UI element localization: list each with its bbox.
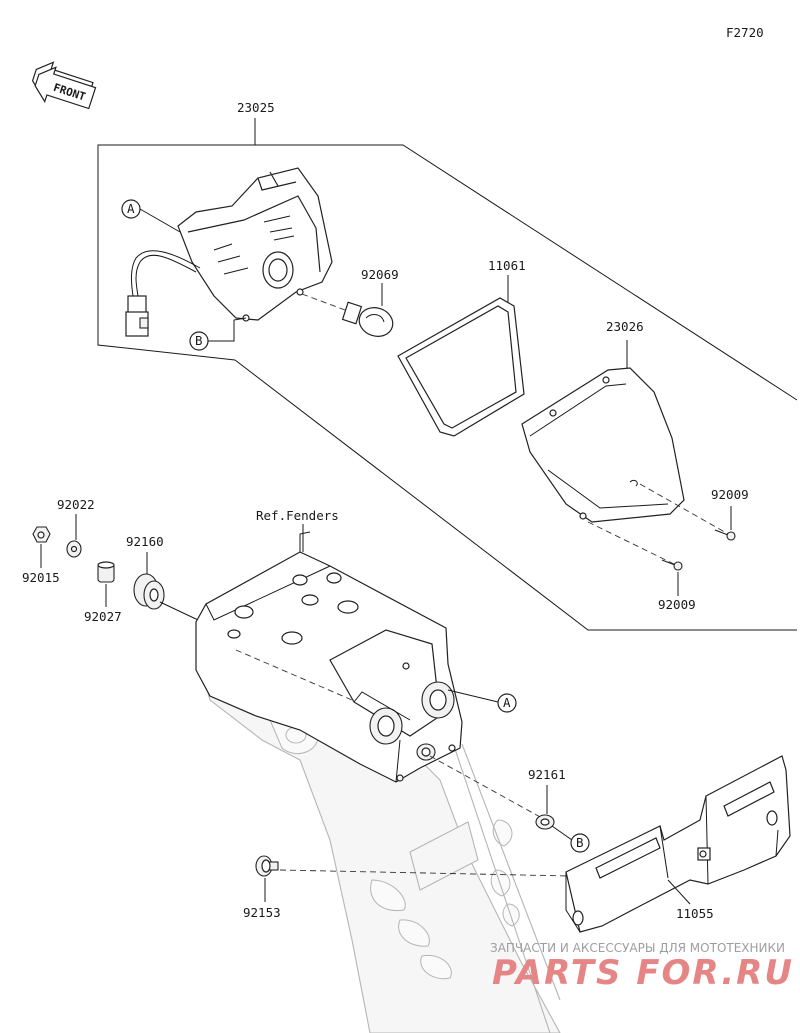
callout-92161: 92161 [528, 767, 566, 782]
marker-a-top [121, 199, 141, 219]
callout-11055: 11055 [676, 906, 714, 921]
callout-92022: 92022 [57, 497, 95, 512]
taillight-housing [177, 167, 333, 322]
marker-b-top [189, 331, 209, 351]
damper-92161 [535, 814, 555, 830]
assembly-frame [97, 118, 798, 631]
watermark-tagline: ЗАПЧАСТИ И АКСЕССУАРЫ ДЛЯ МОТОТЕХНИКИ [490, 941, 785, 955]
figure-code: F2720 [726, 25, 764, 40]
callout-23025: 23025 [237, 100, 275, 115]
grommet-92160 [133, 573, 165, 610]
collar-92027 [97, 561, 115, 583]
marker-a-bottom [497, 693, 517, 713]
callout-92015: 92015 [22, 570, 60, 585]
screw-lower [587, 521, 683, 571]
wire-harness [125, 250, 201, 337]
screw-right [639, 483, 736, 541]
svg-text:A: A [127, 201, 135, 216]
nut-92015 [32, 526, 51, 543]
callout-ref-fenders: Ref.Fenders [256, 508, 339, 523]
gasket [397, 297, 525, 437]
license-bracket [565, 755, 791, 933]
callout-92160: 92160 [126, 534, 164, 549]
callout-92069: 92069 [361, 267, 399, 282]
bulb [301, 293, 394, 337]
front-arrow-icon: FRONT [31, 61, 97, 110]
callout-23026: 23026 [606, 319, 644, 334]
callout-92153: 92153 [243, 905, 281, 920]
lens [521, 367, 685, 523]
callout-92027: 92027 [84, 609, 122, 624]
marker-b-bottom [570, 833, 590, 853]
svg-text:B: B [576, 835, 584, 850]
watermark-logo: PARTS FOR.RU [492, 953, 794, 993]
tail-bracket [195, 531, 463, 783]
callout-92009-right: 92009 [711, 487, 749, 502]
svg-text:A: A [503, 695, 511, 710]
washer-92022 [66, 540, 82, 558]
svg-text:B: B [195, 333, 203, 348]
callout-11061: 11061 [488, 258, 526, 273]
callout-92009-lower: 92009 [658, 597, 696, 612]
bolt-92153 [255, 855, 279, 877]
